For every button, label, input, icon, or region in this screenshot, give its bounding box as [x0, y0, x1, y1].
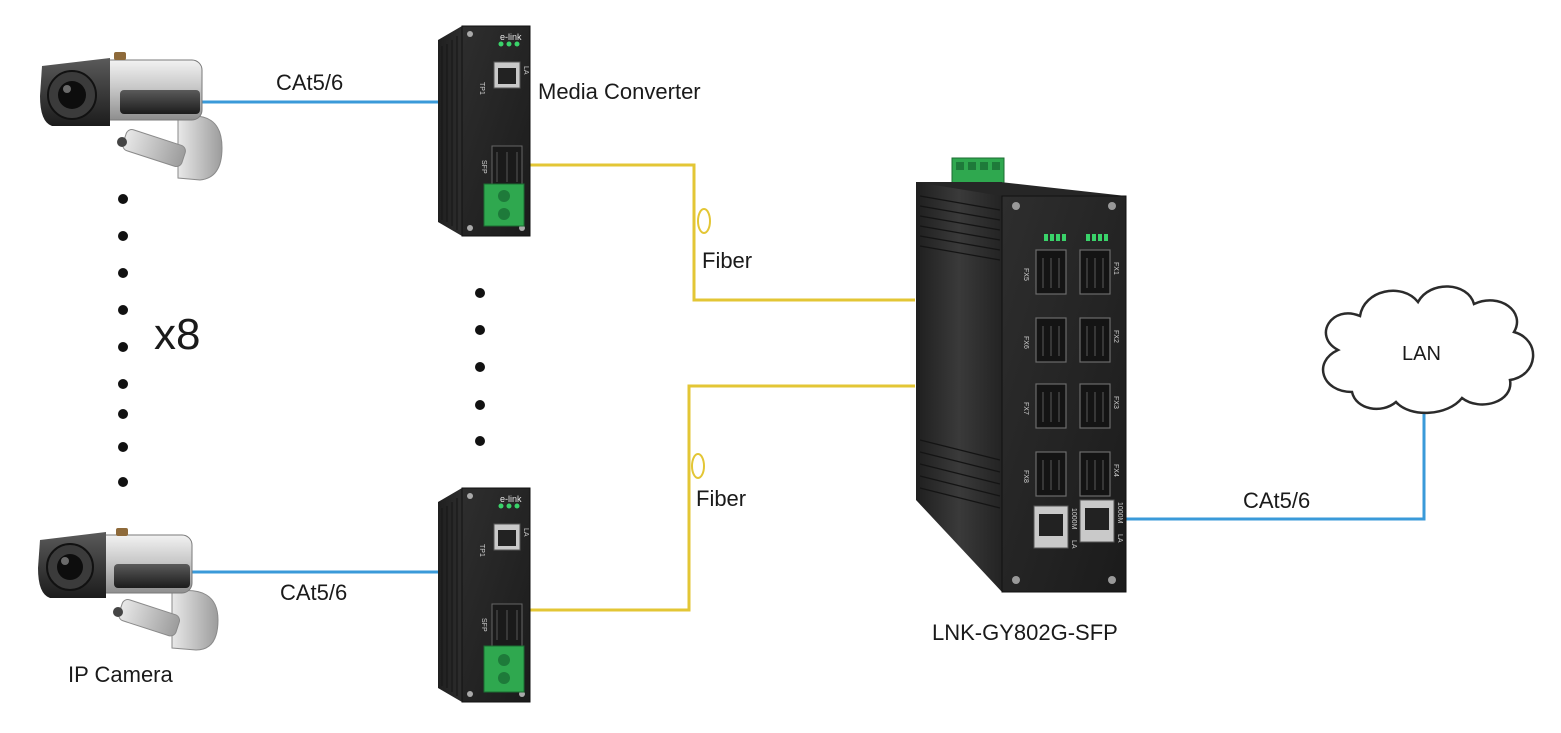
media-converter-icon — [438, 25, 531, 237]
converter-port-sfp-label: SFP — [480, 160, 487, 174]
switch-led-speed-label: 1000M — [1116, 502, 1123, 524]
fiber-label-top: Fiber — [702, 248, 753, 273]
converter-brand-text: e-link — [500, 32, 522, 42]
converter-port-tp-label: TP1 — [478, 544, 485, 557]
lan-label: LAN — [1402, 343, 1441, 365]
switch-port-fx5: FX5 — [1022, 268, 1029, 281]
switch-port-fx1: FX1 — [1112, 262, 1119, 275]
cable-top-fiber — [527, 163, 915, 302]
cable-label-lan: CAt5/6 — [1243, 488, 1311, 513]
converter-ellipsis — [475, 288, 485, 446]
switch-led-link-label: LA — [1116, 534, 1123, 543]
ip-camera-icon — [38, 528, 219, 651]
switch-port-fx8: FX8 — [1022, 470, 1029, 483]
converter-port-tp-label: TP1 — [478, 82, 485, 95]
cable-label-top: CAt5/6 — [276, 70, 344, 95]
switch-port-fx2: FX2 — [1112, 330, 1119, 343]
cable-lan-copper — [1112, 414, 1426, 521]
switch-port-fx7: FX7 — [1022, 402, 1029, 415]
ip-camera-label: IP Camera — [68, 662, 173, 687]
converter-brand-bottom: e-link — [500, 494, 522, 504]
converter-brand-text: e-link — [500, 494, 522, 504]
switch-model-label: LNK-GY802G-SFP — [932, 620, 1118, 645]
ip-camera-icon — [40, 52, 223, 181]
converter-port-sfp-label: SFP — [480, 618, 487, 632]
cloud-icon — [1321, 285, 1535, 414]
industrial-switch-icon — [916, 157, 1127, 593]
switch-port-fx4: FX4 — [1112, 464, 1119, 477]
media-converter-icon — [438, 487, 531, 703]
cable-label-bottom: CAt5/6 — [280, 580, 348, 605]
converter-brand-top: e-link — [500, 32, 522, 42]
switch-led-link-label: LA — [1070, 540, 1077, 549]
fiber-label-bottom: Fiber — [696, 486, 747, 511]
converter-led-label: LA — [522, 66, 529, 75]
converter-led-label: LA — [522, 528, 529, 537]
camera-count-label: x8 — [154, 310, 201, 359]
switch-led-speed-label: 1000M — [1070, 508, 1077, 530]
switch-port-fx3: FX3 — [1112, 396, 1119, 409]
switch-port-fx6: FX6 — [1022, 336, 1029, 349]
camera-ellipsis — [118, 194, 128, 487]
cable-bottom-fiber — [527, 384, 915, 612]
media-converter-label: Media Converter — [538, 79, 701, 104]
